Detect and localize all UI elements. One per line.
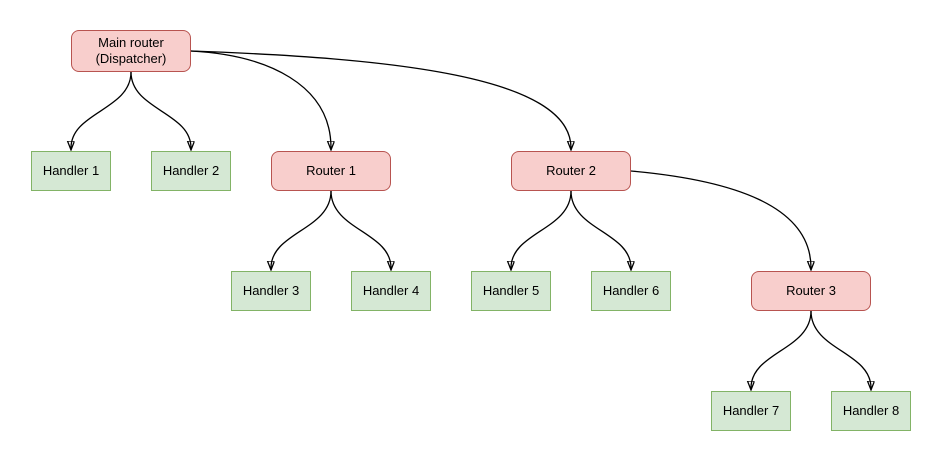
node-handler-3-label: Handler 3: [242, 282, 300, 298]
node-main-router-label: Main router (Dispatcher): [95, 34, 167, 66]
node-handler-1: Handler 1: [31, 151, 111, 191]
node-handler-8: Handler 8: [831, 391, 911, 431]
node-handler-1-label: Handler 1: [42, 162, 100, 178]
edge-router-2-to-router-3: [630, 170, 811, 268]
node-router-2: Router 2: [511, 151, 631, 191]
node-router-1-label: Router 1: [306, 162, 356, 178]
node-handler-2: Handler 2: [151, 151, 231, 191]
node-main-router: Main router (Dispatcher): [71, 30, 191, 72]
node-handler-5: Handler 5: [471, 271, 551, 311]
node-handler-2-label: Handler 2: [162, 162, 220, 178]
edge-router-3-to-handler-8: [810, 310, 871, 388]
node-router-3: Router 3: [751, 271, 871, 311]
node-router-2-label: Router 2: [546, 162, 596, 178]
node-handler-4-label: Handler 4: [362, 282, 420, 298]
node-handler-5-label: Handler 5: [482, 282, 540, 298]
node-handler-6-label: Handler 6: [602, 282, 660, 298]
node-handler-6: Handler 6: [591, 271, 671, 311]
node-router-3-label: Router 3: [786, 282, 836, 298]
edge-router-2-to-handler-6: [570, 190, 631, 268]
node-handler-3: Handler 3: [231, 271, 311, 311]
node-handler-7: Handler 7: [711, 391, 791, 431]
node-router-1: Router 1: [271, 151, 391, 191]
node-handler-7-label: Handler 7: [722, 402, 780, 418]
edge-router-1-to-handler-4: [330, 190, 391, 268]
edge-main-to-handler-1: [71, 71, 132, 148]
edge-main-to-router-1: [190, 50, 331, 148]
edge-router-1-to-handler-3: [271, 190, 332, 268]
node-handler-4: Handler 4: [351, 271, 431, 311]
edge-router-3-to-handler-7: [751, 310, 812, 388]
node-handler-8-label: Handler 8: [842, 402, 900, 418]
edge-main-to-handler-2: [130, 71, 191, 148]
edge-main-to-router-2: [190, 50, 571, 148]
edge-router-2-to-handler-5: [511, 190, 572, 268]
